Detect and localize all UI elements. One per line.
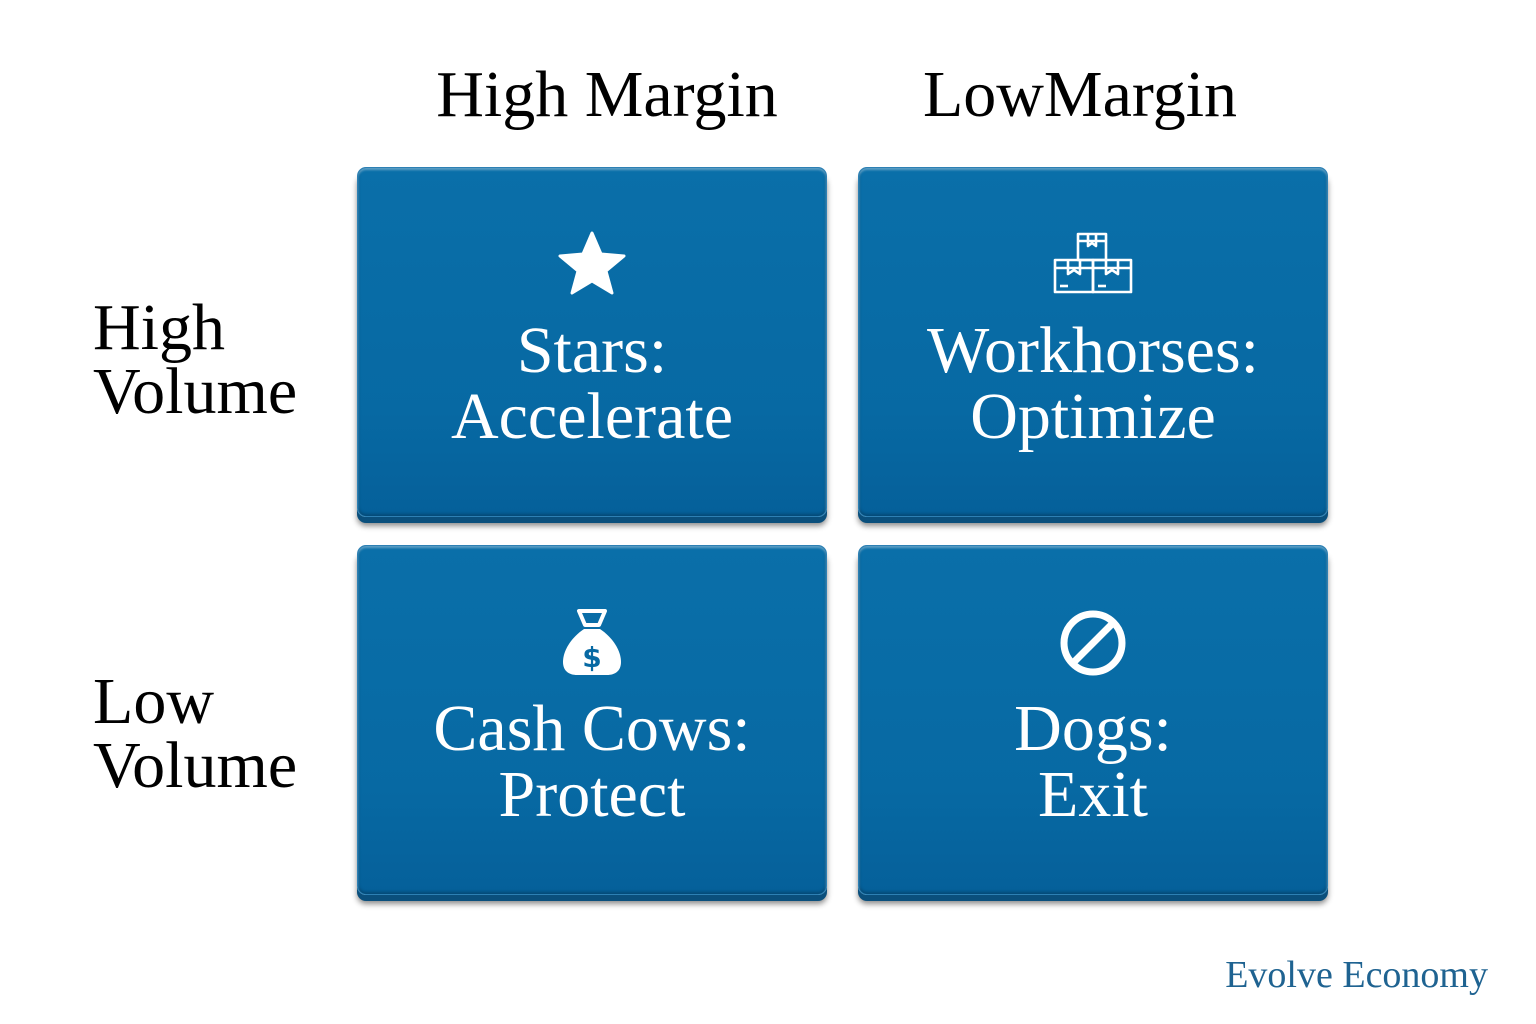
quadrant-stars: Stars: Accelerate (357, 167, 827, 517)
boxes-icon (1052, 230, 1134, 301)
money-bag-icon: $ (560, 608, 624, 683)
column-header-low-margin: LowMargin (922, 58, 1238, 131)
quadrant-cash-cows-action: Protect (498, 758, 686, 831)
prohibited-icon (1058, 608, 1128, 683)
quadrant-workhorses-action: Optimize (970, 380, 1216, 453)
quadrant-stars-action: Accelerate (450, 380, 734, 453)
row-header-high-volume-line1: High (93, 291, 225, 364)
star-icon (557, 230, 627, 301)
row-header-low-volume-line1: Low (93, 665, 214, 738)
quadrant-dogs-label: Dogs: Exit (859, 696, 1327, 828)
quadrant-stars-label: Stars: Accelerate (358, 318, 826, 450)
quadrant-workhorses: Workhorses: Optimize (858, 167, 1328, 517)
quadrant-dogs-action: Exit (1038, 758, 1148, 831)
row-header-low-volume-line2: Volume (93, 729, 298, 802)
brand-watermark: Evolve Economy (1225, 954, 1488, 996)
svg-text:$: $ (582, 641, 601, 674)
column-header-high-margin: High Margin (436, 58, 778, 131)
row-header-high-volume: High Volume (93, 291, 298, 428)
quadrant-stars-title: Stars: (516, 314, 668, 387)
quadrant-cash-cows: $ Cash Cows: Protect (357, 545, 827, 895)
quadrant-workhorses-label: Workhorses: Optimize (859, 318, 1327, 450)
quadrant-cash-cows-title: Cash Cows: (433, 692, 751, 765)
quadrant-cash-cows-label: Cash Cows: Protect (358, 696, 826, 828)
quadrant-workhorses-title: Workhorses: (927, 314, 1259, 387)
quadrant-dogs: Dogs: Exit (858, 545, 1328, 895)
row-header-high-volume-line2: Volume (93, 355, 298, 428)
quadrant-dogs-title: Dogs: (1014, 692, 1172, 765)
row-header-low-volume: Low Volume (93, 665, 298, 802)
